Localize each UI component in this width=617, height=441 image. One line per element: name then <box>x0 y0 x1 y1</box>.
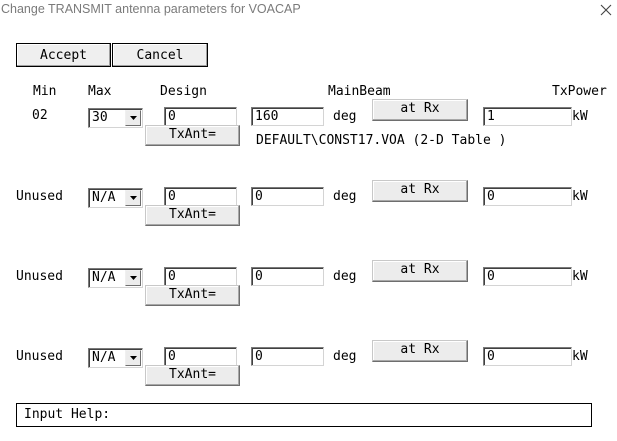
kw-label: kW <box>572 269 588 284</box>
accept-button[interactable]: Accept <box>16 43 111 67</box>
txant-button[interactable]: TxAnt= <box>145 285 240 306</box>
dropdown-arrow-icon[interactable] <box>125 190 141 206</box>
max-select-value: N/A <box>92 350 116 365</box>
txant-button[interactable]: TxAnt= <box>145 365 240 386</box>
design-input[interactable]: 0 <box>164 267 237 286</box>
mainbeam-input[interactable]: 0 <box>251 347 324 366</box>
close-button[interactable] <box>596 0 616 20</box>
max-select[interactable]: N/A <box>88 188 143 208</box>
kw-label: kW <box>572 189 588 204</box>
title-bar: Change TRANSMIT antenna parameters for V… <box>0 0 617 22</box>
at-rx-button[interactable]: at Rx <box>372 340 468 362</box>
deg-label: deg <box>333 269 357 284</box>
max-select-value: 30 <box>92 110 108 125</box>
header-design: Design <box>160 84 207 99</box>
close-icon <box>600 4 612 16</box>
max-select-value: N/A <box>92 190 116 205</box>
at-rx-button[interactable]: at Rx <box>372 99 468 121</box>
max-select[interactable]: 30 <box>88 108 143 128</box>
design-input[interactable]: 0 <box>164 107 237 126</box>
window-title: Change TRANSMIT antenna parameters for V… <box>1 2 301 16</box>
row-label: Unused <box>16 189 63 204</box>
header-txpower: TxPower <box>552 84 607 99</box>
dropdown-arrow-icon[interactable] <box>125 350 141 366</box>
dropdown-arrow-icon[interactable] <box>125 110 141 126</box>
deg-label: deg <box>333 349 357 364</box>
kw-label: kW <box>572 349 588 364</box>
row-label: 02 <box>32 108 48 123</box>
max-select[interactable]: N/A <box>88 348 143 368</box>
deg-label: deg <box>333 189 357 204</box>
txant-button[interactable]: TxAnt= <box>145 125 240 146</box>
mainbeam-input[interactable]: 0 <box>251 187 324 206</box>
at-rx-button[interactable]: at Rx <box>372 260 468 282</box>
txant-button[interactable]: TxAnt= <box>145 205 240 226</box>
txpower-input[interactable]: 0 <box>483 347 572 366</box>
mainbeam-input[interactable]: 0 <box>251 267 324 286</box>
antenna-file-info: DEFAULT\CONST17.VOA (2-D Table ) <box>256 133 507 148</box>
input-help-box: Input Help: <box>16 403 592 427</box>
txpower-input[interactable]: 0 <box>483 267 572 286</box>
input-help-label: Input Help: <box>24 407 111 422</box>
header-min: Min <box>33 84 57 99</box>
row-label: Unused <box>16 349 63 364</box>
header-max: Max <box>88 84 112 99</box>
design-input[interactable]: 0 <box>164 347 237 366</box>
design-input[interactable]: 0 <box>164 187 237 206</box>
cancel-button[interactable]: Cancel <box>112 43 208 67</box>
header-mainbeam: MainBeam <box>328 84 391 99</box>
dropdown-arrow-icon[interactable] <box>125 270 141 286</box>
at-rx-button[interactable]: at Rx <box>372 180 468 202</box>
max-select[interactable]: N/A <box>88 268 143 288</box>
deg-label: deg <box>333 109 357 124</box>
txpower-input[interactable]: 1 <box>483 107 572 126</box>
row-label: Unused <box>16 269 63 284</box>
max-select-value: N/A <box>92 270 116 285</box>
txpower-input[interactable]: 0 <box>483 187 572 206</box>
kw-label: kW <box>572 109 588 124</box>
mainbeam-input[interactable]: 160 <box>251 107 324 126</box>
